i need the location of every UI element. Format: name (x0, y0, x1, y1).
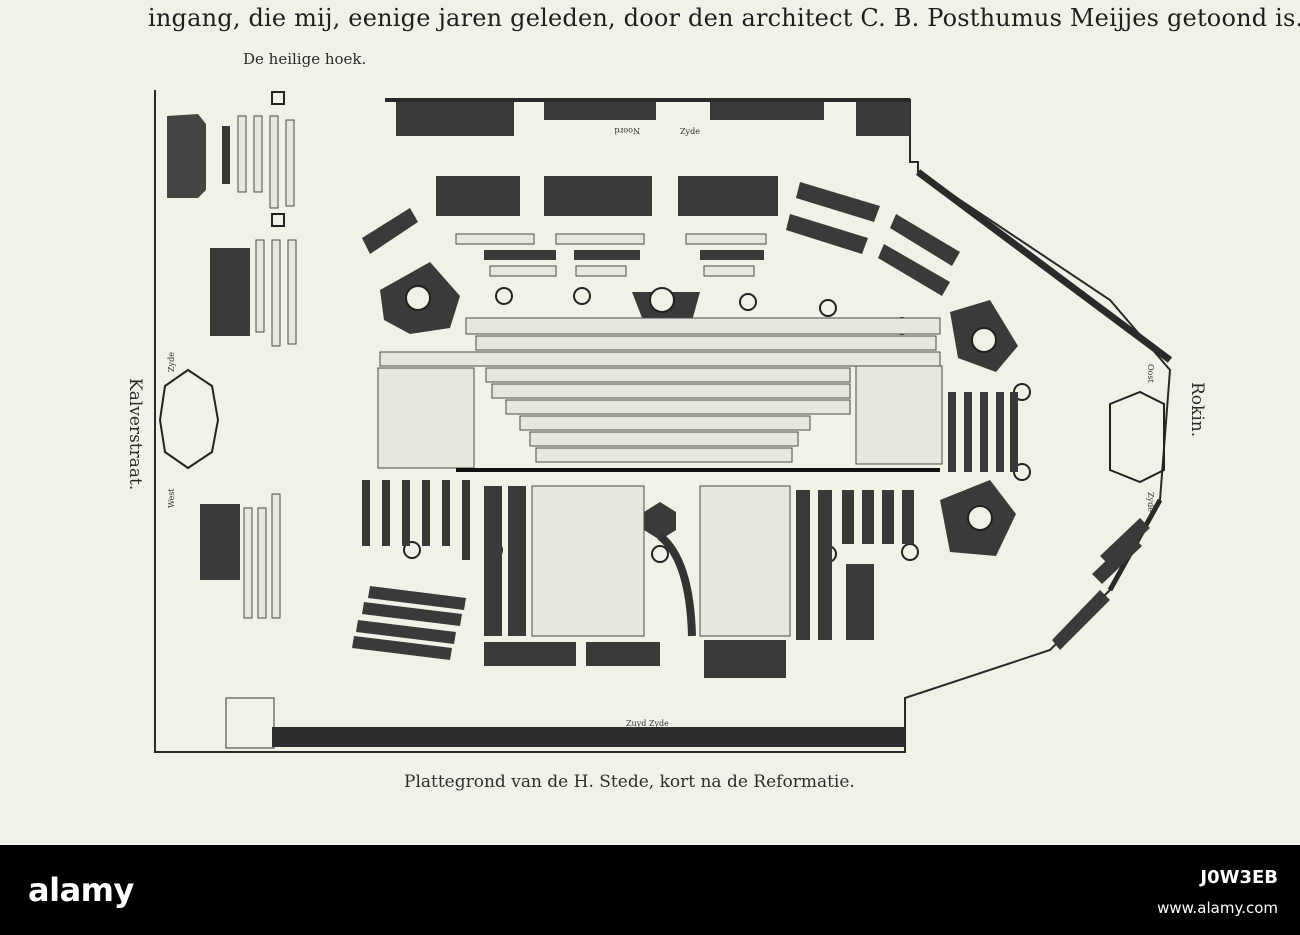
intro-text-line: ingang, die mij, eenige jaren geleden, d… (148, 4, 1300, 32)
plan-heading: De heilige hoek. (243, 50, 367, 68)
seating-grid-upper (377, 317, 943, 472)
rokin-label: Rokin. (1187, 382, 1207, 437)
north-benches (396, 102, 910, 136)
plan-labels: Noord Zyde Zuyd Zyde West Zyde Oost Zyde… (125, 126, 1207, 728)
oost-label: Oost (1146, 364, 1155, 383)
upper-pew-blocks (362, 176, 960, 296)
image-id-label: J0W3EB (1200, 867, 1278, 888)
site-url-label: www.alamy.com (1157, 899, 1278, 917)
zuyd-zyde-label: Zuyd Zyde (626, 719, 669, 728)
seating-lower (362, 480, 914, 640)
west-entrance (158, 368, 281, 749)
noord-label: Noord (614, 126, 640, 135)
east-entrance (1052, 390, 1165, 650)
west-zyde-label: Zyde (167, 352, 176, 372)
east-zyde-label: Zyde (1146, 492, 1155, 512)
scanned-page: ingang, die mij, eenige jaren geleden, d… (0, 0, 1300, 845)
kalverstraat-label: Kalverstraat. (125, 378, 145, 490)
west-label: West (167, 488, 176, 508)
southwest-benches (352, 586, 786, 678)
figure-caption: Plattegrond van de H. Stede, kort na de … (404, 772, 855, 792)
alamy-logo: alamy (28, 871, 134, 909)
chapels (380, 262, 1031, 563)
heilige-hoek-block (167, 91, 297, 347)
east-pews (948, 392, 1018, 472)
north-zyde-label: Zyde (680, 127, 700, 136)
watermark-banner: alamy J0W3EB www.alamy.com (0, 845, 1300, 935)
floor-plan-illustration: Noord Zyde Zuyd Zyde West Zyde Oost Zyde… (125, 90, 1207, 753)
